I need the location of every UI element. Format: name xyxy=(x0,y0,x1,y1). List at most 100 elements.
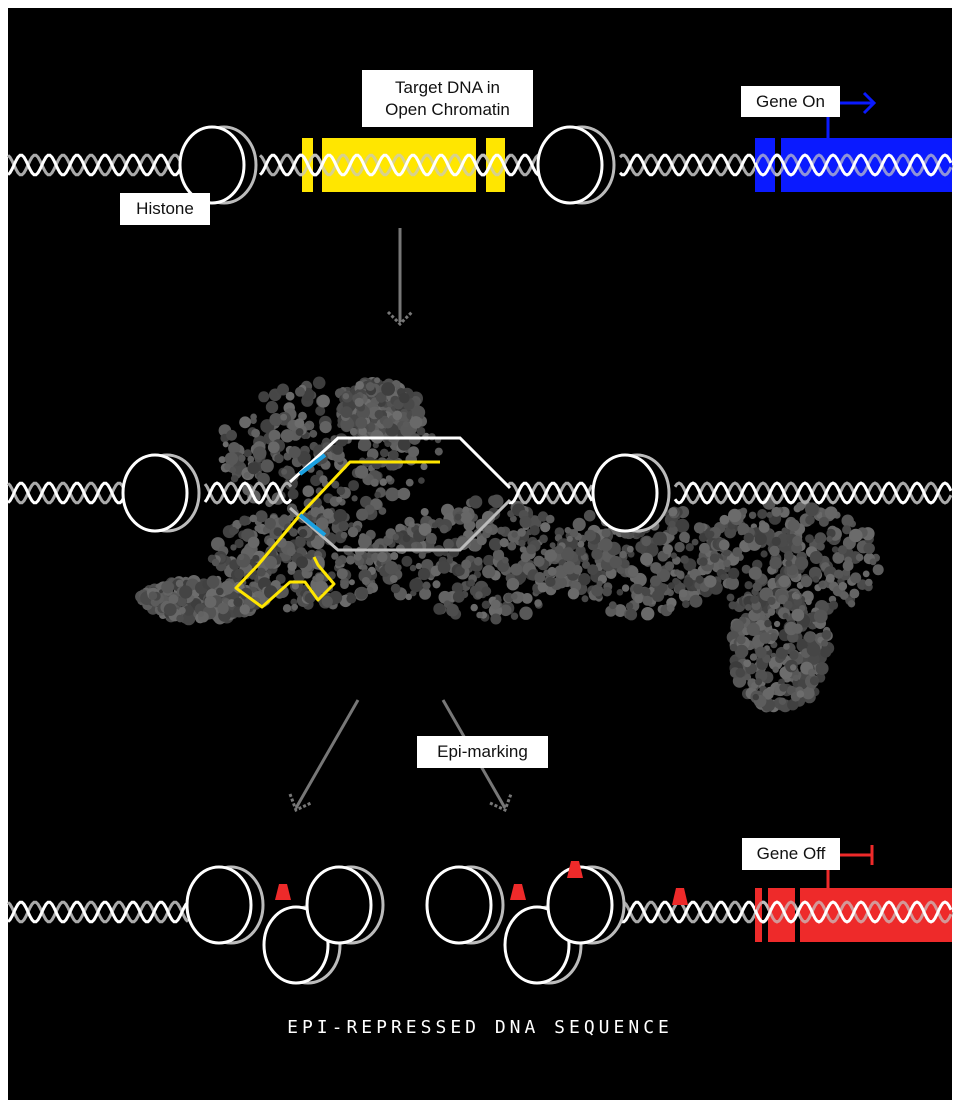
protein-atom xyxy=(340,531,348,539)
protein-atom xyxy=(723,549,731,557)
protein-atom xyxy=(397,487,411,501)
protein-atom xyxy=(361,564,368,571)
protein-atom xyxy=(252,446,267,461)
dna-helix-overlay xyxy=(300,153,953,924)
protein-atom xyxy=(469,495,483,509)
protein-atom xyxy=(537,511,549,522)
protein-atom xyxy=(238,553,245,561)
protein-atom xyxy=(652,589,665,602)
protein-atom xyxy=(282,604,292,613)
protein-atom xyxy=(591,548,603,560)
protein-atom xyxy=(351,495,358,502)
protein-atom xyxy=(726,593,735,602)
protein-atom xyxy=(869,558,877,566)
protein-atom xyxy=(757,509,768,519)
protein-atom xyxy=(340,580,349,589)
protein-atom xyxy=(689,594,703,608)
protein-atom xyxy=(549,542,556,549)
protein-atom xyxy=(372,542,380,549)
protein-atom xyxy=(456,536,470,551)
protein-atom xyxy=(206,575,220,589)
protein-atom xyxy=(389,575,398,583)
protein-atom xyxy=(390,583,401,594)
protein-atom xyxy=(402,421,409,428)
protein-atom xyxy=(228,526,238,536)
protein-atom xyxy=(483,554,495,567)
dna-strand xyxy=(6,481,126,505)
protein-atom xyxy=(668,520,676,528)
protein-atom xyxy=(752,693,759,701)
protein-atom xyxy=(650,575,661,587)
protein-atom xyxy=(358,427,367,436)
protein-atom xyxy=(234,568,245,579)
protein-atom xyxy=(642,595,653,606)
protein-atom xyxy=(218,456,226,464)
protein-atom xyxy=(502,557,509,564)
protein-atom xyxy=(769,632,778,642)
protein-atom xyxy=(365,382,375,391)
protein-atom xyxy=(723,559,731,568)
protein-atom xyxy=(754,532,767,546)
protein-atom xyxy=(358,438,372,452)
protein-atom xyxy=(734,644,749,659)
protein-atom xyxy=(349,427,358,436)
protein-atom xyxy=(216,587,224,596)
gene-off-block-icon xyxy=(840,845,874,865)
protein-atom xyxy=(233,597,243,607)
protein-atom xyxy=(375,392,387,403)
protein-atom xyxy=(625,602,634,610)
protein-atom xyxy=(274,453,284,464)
protein-atom xyxy=(641,587,651,597)
protein-atom xyxy=(506,577,520,591)
protein-atom xyxy=(250,413,257,421)
protein-atom xyxy=(183,605,194,616)
protein-atom xyxy=(399,392,410,404)
protein-atom xyxy=(247,455,255,463)
protein-atom xyxy=(794,556,809,570)
protein-atom xyxy=(863,542,875,555)
protein-atom xyxy=(707,530,715,538)
protein-atom xyxy=(333,509,348,523)
protein-atom xyxy=(674,541,685,553)
protein-atom xyxy=(842,525,852,535)
dna-strand xyxy=(753,153,953,177)
protein-atom xyxy=(650,562,662,574)
protein-atom xyxy=(752,582,762,592)
dna-strand xyxy=(203,481,293,505)
protein-atom xyxy=(620,559,630,569)
protein-atom xyxy=(783,643,790,650)
protein-atom xyxy=(309,429,318,438)
protein-atom xyxy=(269,391,278,399)
protein-atom xyxy=(411,405,426,420)
protein-atom xyxy=(782,612,789,620)
protein-atom xyxy=(348,579,355,586)
histone xyxy=(305,865,385,945)
protein-atom xyxy=(774,620,781,628)
protein-atom xyxy=(230,475,239,483)
protein-atom xyxy=(254,525,261,532)
protein-atom xyxy=(778,594,788,605)
protein-atom xyxy=(234,538,244,549)
protein-atom xyxy=(256,567,266,577)
arrow-left-down-icon xyxy=(288,699,360,813)
dna-strand xyxy=(753,900,953,924)
protein-atom xyxy=(767,608,776,616)
protein-atom xyxy=(792,535,803,547)
protein-atom xyxy=(482,565,496,579)
protein-atom xyxy=(322,508,334,519)
protein-atom xyxy=(744,581,753,590)
protein-atom xyxy=(296,556,308,569)
protein-atom xyxy=(264,517,276,530)
protein-atom xyxy=(704,575,717,588)
protein-atom xyxy=(355,381,365,390)
protein-atom xyxy=(265,400,279,414)
protein-atom xyxy=(392,410,403,421)
protein-atom xyxy=(581,595,589,603)
protein-atom xyxy=(402,534,411,543)
protein-atom xyxy=(808,668,816,677)
protein-atom xyxy=(384,561,398,575)
protein-atom xyxy=(342,393,350,400)
protein-atom xyxy=(808,566,822,580)
protein-atom xyxy=(601,528,611,538)
protein-atom xyxy=(179,585,193,599)
